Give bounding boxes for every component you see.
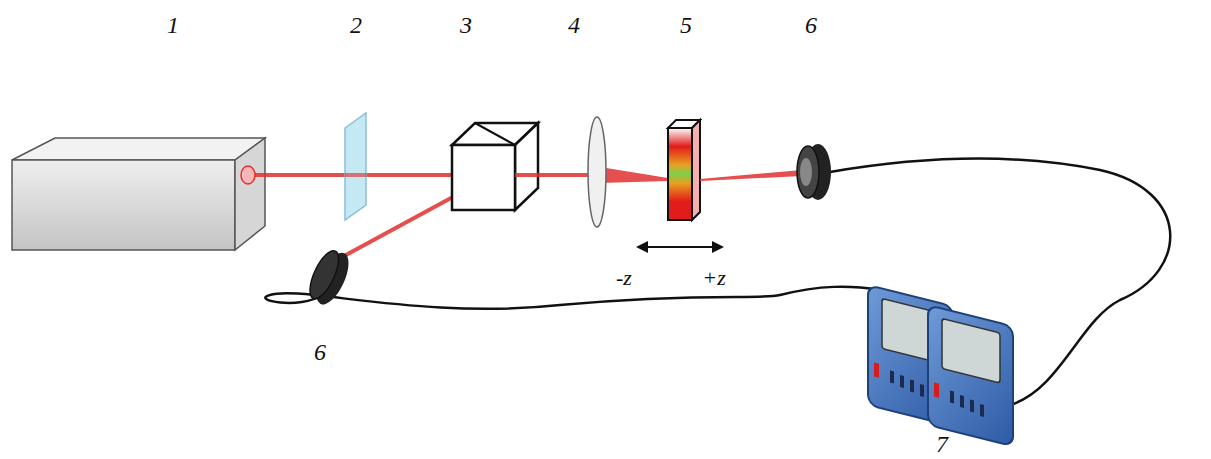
callout-number: 1 bbox=[167, 13, 179, 37]
callout-number: 4 bbox=[568, 13, 580, 37]
callout-number: 3 bbox=[460, 13, 472, 37]
callout-number: -z bbox=[613, 266, 635, 290]
callout-number: 6 bbox=[805, 13, 817, 37]
callout-number: 6 bbox=[314, 340, 326, 364]
callout-number: +z bbox=[699, 266, 728, 290]
callout-number: 2 bbox=[350, 13, 362, 37]
callout-number: 5 bbox=[680, 13, 692, 37]
callout-number: 7 bbox=[936, 432, 948, 456]
